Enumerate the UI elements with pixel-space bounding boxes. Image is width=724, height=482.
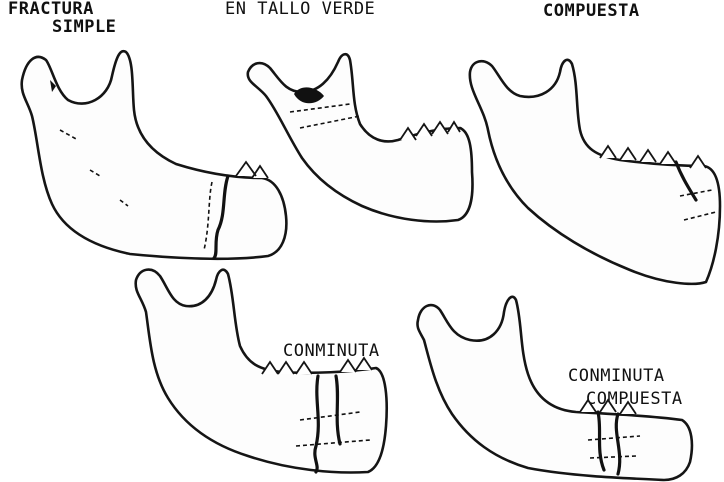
mandible-compound-fracture (470, 60, 720, 284)
mandible-comminuted-compound-fracture (417, 297, 691, 480)
mandible-comminuted-fracture (136, 270, 387, 473)
mandible-simple-fracture (22, 51, 287, 259)
